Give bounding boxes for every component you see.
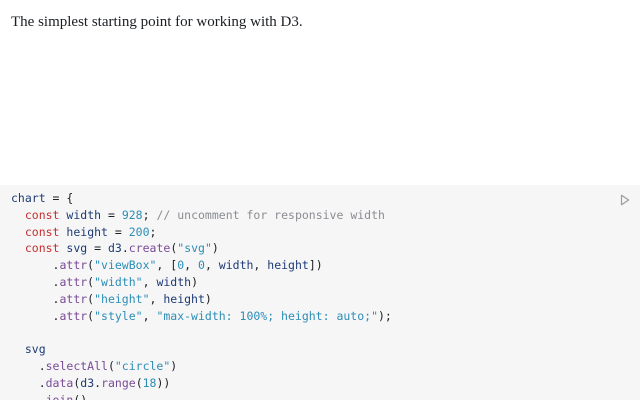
code-token: create: [128, 241, 171, 256]
code-token: attr: [59, 308, 88, 323]
code-token: "svg": [177, 241, 212, 256]
code-token: 18: [142, 375, 157, 390]
code-token: .: [11, 392, 46, 400]
code-token: .: [94, 375, 102, 390]
code-token: =: [87, 241, 108, 256]
code-line: .attr("height", height): [11, 291, 392, 308]
code-token: height: [267, 258, 309, 273]
intro-text: The simplest starting point for working …: [11, 14, 303, 30]
code-token: =: [107, 224, 129, 239]
code-token: ,: [142, 274, 157, 289]
code-line: const height = 200;: [11, 224, 392, 241]
code-token: (: [135, 375, 143, 390]
code-token: width: [66, 207, 102, 222]
code-token: ,: [204, 258, 219, 273]
code-token: (: [107, 358, 115, 373]
code-token: "viewBox": [94, 258, 157, 273]
code-token: (: [73, 375, 81, 390]
code-token: selectAll: [45, 358, 108, 373]
code-token: [11, 208, 25, 222]
code-token: , [: [156, 258, 178, 273]
code-token: width: [156, 274, 192, 289]
code-cell[interactable]: chart = { const width = 928; // uncommen…: [0, 185, 640, 400]
code-token: .: [11, 358, 46, 373]
code-token: )): [156, 375, 171, 390]
code-token: "height": [94, 291, 150, 306]
code-token: ): [204, 291, 212, 306]
code-line: svg: [11, 341, 392, 358]
code-token: (): [73, 392, 88, 400]
code-token: .: [11, 258, 60, 273]
code-token: "circle": [114, 358, 171, 373]
code-line: const width = 928; // uncomment for resp…: [11, 207, 392, 224]
code-token: const: [24, 224, 60, 239]
code-token: ,: [184, 258, 198, 273]
code-token: 928: [121, 207, 143, 222]
code-line: .attr("style", "max-width: 100%; height:…: [11, 308, 392, 325]
code-token: ]): [308, 258, 323, 273]
code-token: "width": [94, 274, 143, 289]
code-token: (: [87, 291, 95, 306]
code-token: chart: [11, 191, 46, 205]
code-token: .: [11, 308, 60, 323]
code-token: const: [24, 241, 60, 256]
code-token: attr: [59, 258, 88, 273]
code-token: =: [101, 207, 122, 222]
code-token: (: [87, 308, 95, 323]
code-token: ;: [142, 207, 157, 222]
code-token: svg: [24, 342, 46, 357]
code-token: (: [87, 274, 95, 289]
code-token: join: [45, 392, 74, 400]
code-token: .: [11, 375, 46, 390]
code-token: .: [121, 241, 129, 256]
code-token: d3: [107, 241, 122, 256]
code-token: [11, 241, 25, 255]
code-token: ): [191, 274, 198, 289]
code-token: svg: [66, 241, 88, 256]
code-token: 0: [177, 258, 185, 273]
play-outline-icon: [620, 194, 630, 206]
code-token: (: [87, 258, 95, 273]
code-line: const svg = d3.create("svg"): [11, 240, 392, 257]
code-line: [11, 324, 392, 341]
code-token: // uncomment for responsive width: [156, 207, 385, 222]
code-token: data: [45, 375, 74, 390]
code-token: attr: [59, 291, 88, 306]
code-token: .: [11, 274, 60, 289]
code-line: chart = {: [11, 190, 392, 207]
code-token: attr: [59, 274, 88, 289]
code-token: height: [66, 224, 108, 239]
code-token: "max-width: 100%; height: auto;": [156, 308, 378, 323]
code-token: [11, 225, 25, 239]
code-line: .attr("width", width): [11, 274, 392, 291]
code-token: range: [101, 375, 136, 390]
code-token: ,: [149, 291, 164, 306]
chart-output-area: [0, 40, 640, 185]
code-token: ,: [142, 308, 157, 323]
code-line: .selectAll("circle"): [11, 358, 392, 375]
code-token: [11, 342, 25, 356]
code-line: .join(): [11, 392, 392, 400]
code-token: height: [163, 291, 205, 306]
code-token: 0: [198, 258, 205, 273]
code-token: );: [378, 308, 392, 323]
code-token: ): [170, 358, 178, 373]
code-line: .data(d3.range(18)): [11, 375, 392, 392]
code-editor[interactable]: chart = { const width = 928; // uncommen…: [11, 190, 392, 400]
code-token: = {: [45, 191, 74, 205]
code-line: .attr("viewBox", [0, 0, width, height]): [11, 257, 392, 274]
code-token: (: [170, 241, 178, 256]
code-token: "style": [94, 308, 143, 323]
code-token: const: [24, 207, 60, 222]
code-token: 200: [128, 224, 150, 239]
run-cell-button[interactable]: [618, 193, 632, 207]
code-token: ): [211, 241, 219, 256]
code-token: ,: [253, 258, 268, 273]
code-token: .: [11, 291, 60, 306]
code-token: d3: [80, 375, 95, 390]
code-token: ;: [149, 224, 157, 239]
code-token: width: [218, 258, 254, 273]
